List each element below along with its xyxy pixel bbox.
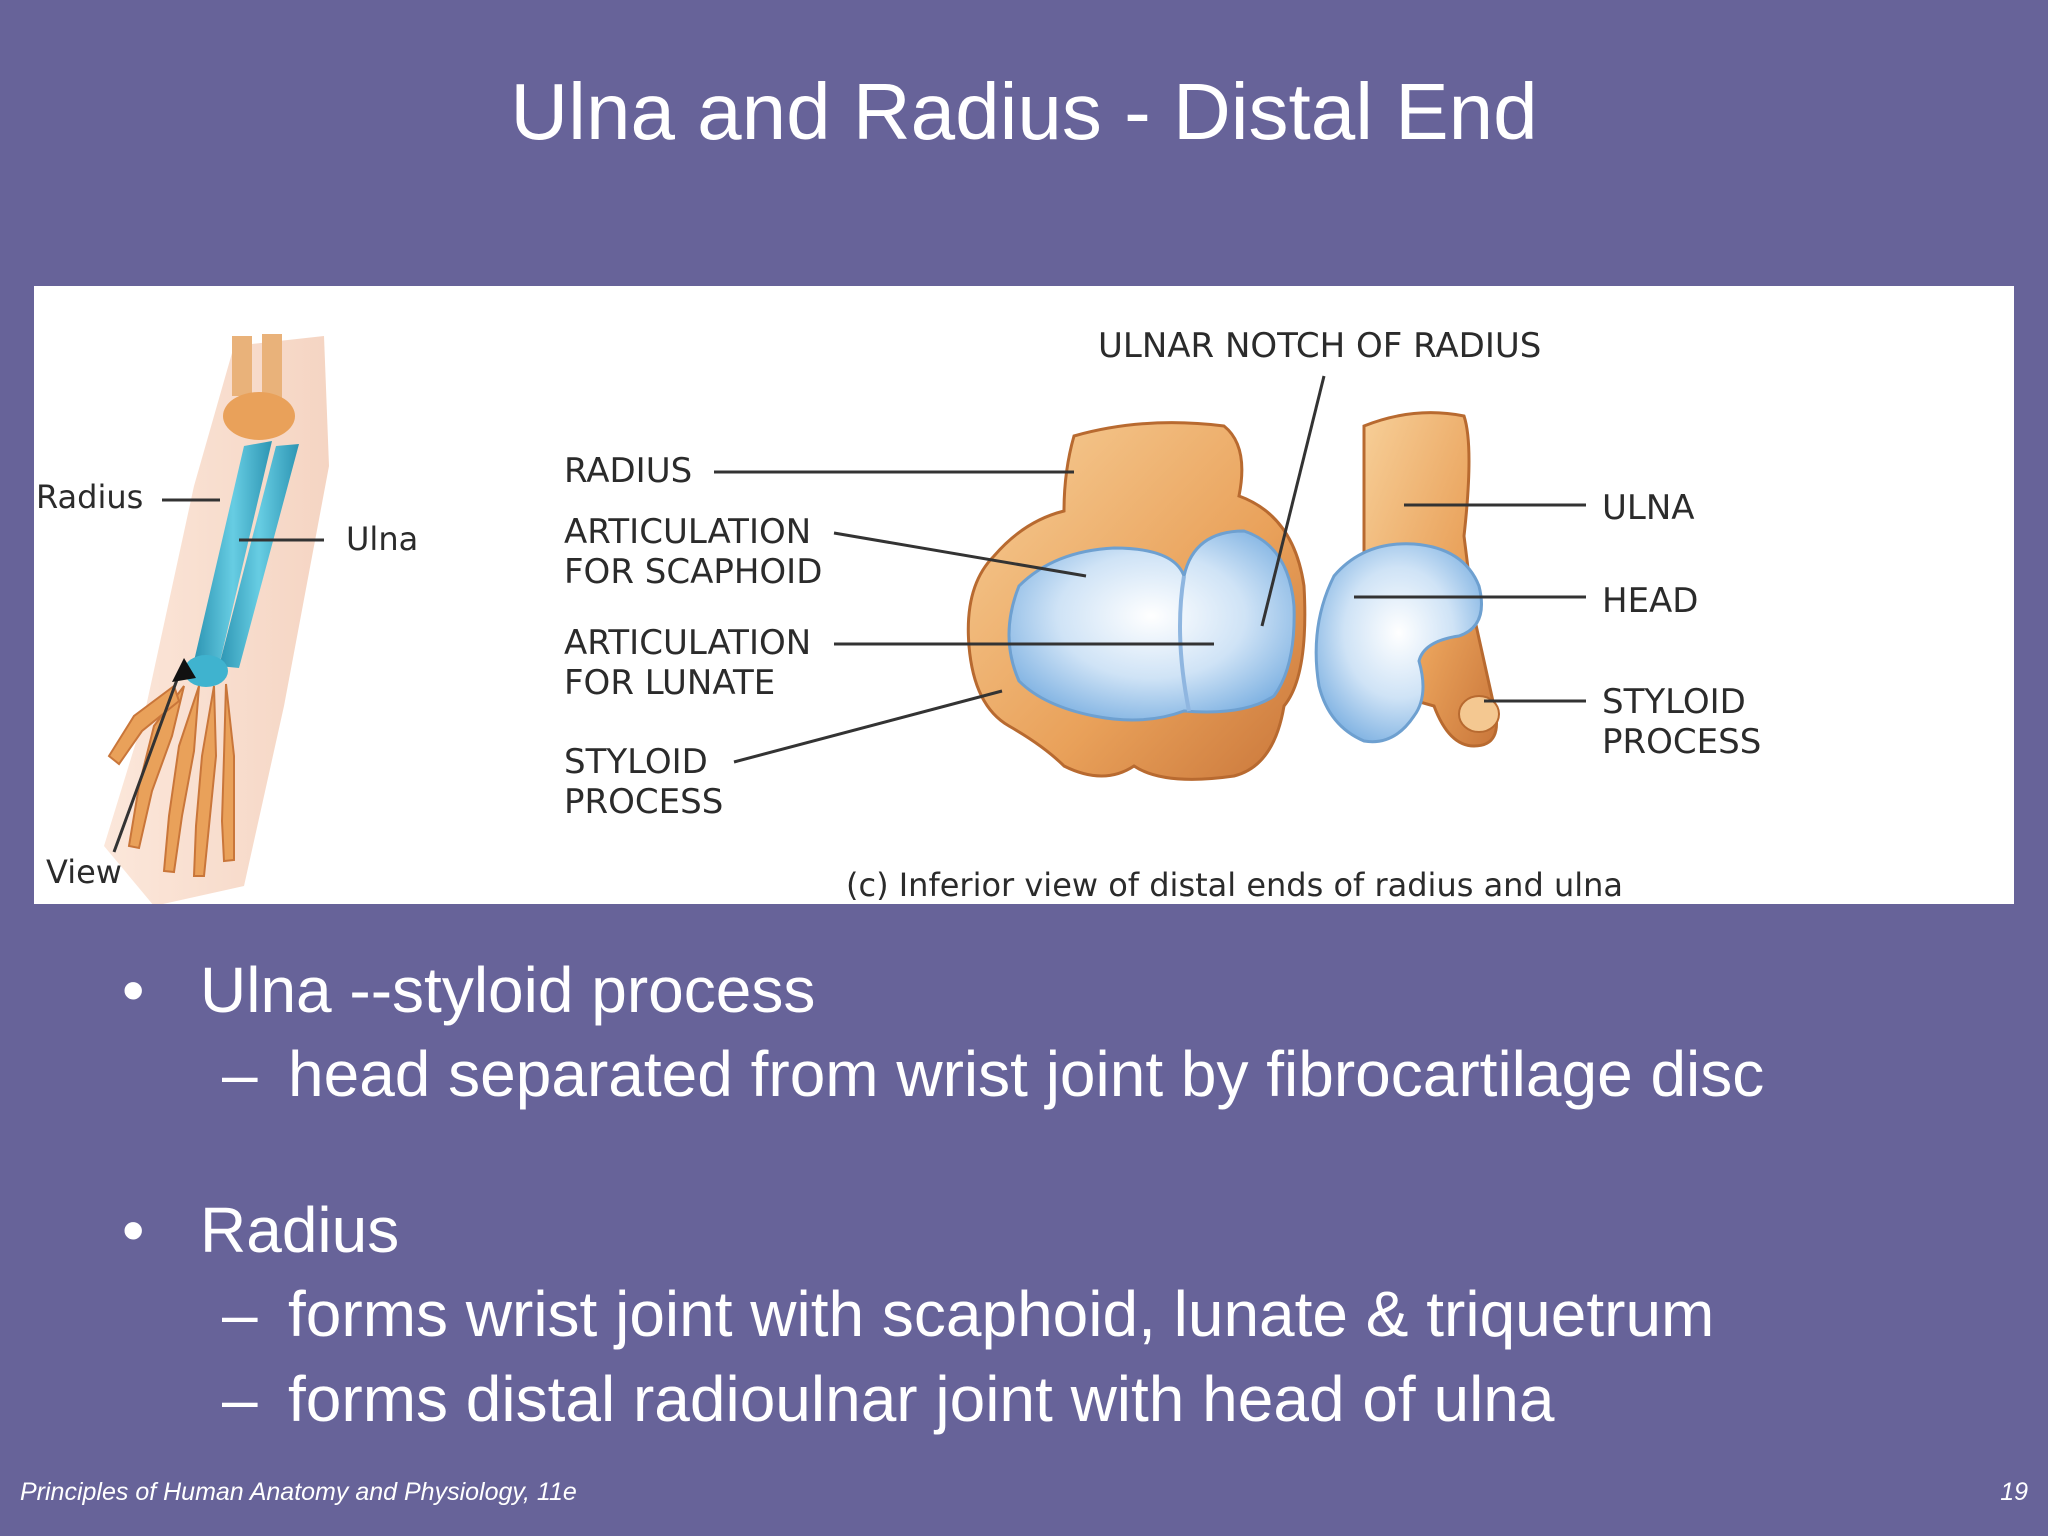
radius-distal-end	[966, 421, 1307, 781]
sub-bullet-marker: –	[222, 1363, 258, 1435]
sub-bullet-text: forms wrist joint with scaphoid, lunate …	[288, 1278, 1715, 1350]
label-articulation-lunate-line2: FOR LUNATE	[564, 663, 775, 703]
sub-bullet-text: head separated from wrist joint by fibro…	[288, 1038, 1765, 1110]
forearm-illustration	[104, 334, 329, 904]
page-number: 19	[2000, 1478, 2028, 1506]
label-articulation-lunate-line1: ARTICULATION	[564, 623, 811, 663]
bullet-marker: •	[122, 954, 145, 1026]
label-styloid-radius-line2: PROCESS	[564, 782, 723, 822]
anatomy-figure: Radius Ulna View RADIUS ARTICULATION FOR…	[34, 286, 2014, 904]
label-styloid-radius-line1: STYLOID	[564, 742, 708, 782]
label-head: HEAD	[1602, 581, 1699, 621]
figure-caption: (c) Inferior view of distal ends of radi…	[846, 866, 1623, 904]
footer-book-title: Principles of Human Anatomy and Physiolo…	[20, 1478, 577, 1506]
sub-bullet-marker: –	[222, 1038, 258, 1110]
sub-bullet-text: forms distal radioulnar joint with head …	[288, 1363, 1555, 1435]
bullet-list: • Ulna --styloid process – head separate…	[0, 940, 2048, 1440]
label-view: View	[46, 853, 122, 891]
bullet-text: Ulna --styloid process	[200, 954, 816, 1026]
label-articulation-scaphoid-line1: ARTICULATION	[564, 512, 811, 552]
label-ulnar-notch: ULNAR NOTCH OF RADIUS	[1098, 326, 1541, 366]
label-articulation-scaphoid-line2: FOR SCAPHOID	[564, 552, 822, 592]
label-ulna: ULNA	[1602, 488, 1695, 528]
anatomy-illustration: Radius Ulna View RADIUS ARTICULATION FOR…	[36, 326, 1761, 904]
label-forearm-ulna: Ulna	[346, 520, 418, 558]
label-forearm-radius: Radius	[36, 478, 143, 516]
label-styloid-ulna-line2: PROCESS	[1602, 722, 1761, 762]
label-styloid-ulna-line1: STYLOID	[1602, 682, 1746, 722]
ulna-distal-end	[1314, 411, 1500, 748]
bullet-marker: •	[122, 1194, 145, 1266]
sub-bullet-marker: –	[222, 1278, 258, 1350]
label-radius: RADIUS	[564, 451, 692, 491]
bullet-text: Radius	[200, 1194, 400, 1266]
slide-title: Ulna and Radius - Distal End	[510, 67, 1538, 156]
